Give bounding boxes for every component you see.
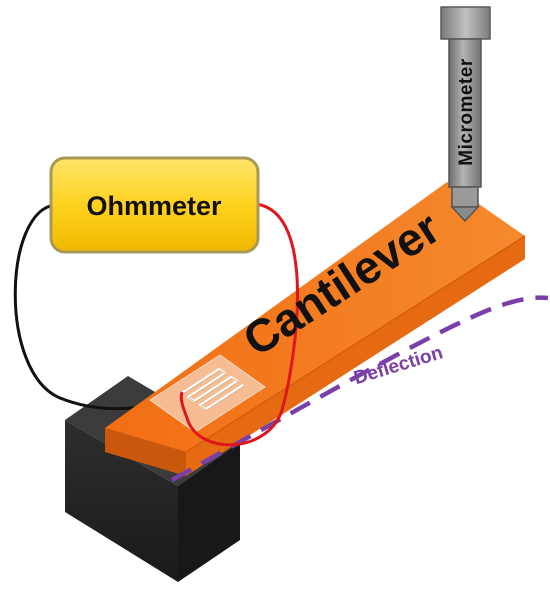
cantilever-side-face [186,236,525,476]
micrometer-collar [451,186,479,208]
red-wire [179,202,299,447]
support-block-side [178,442,240,582]
cantilever-front-face [105,428,186,476]
micrometer-cap [440,6,491,40]
strain-gauge [149,354,266,433]
ohmmeter-box [49,156,260,254]
deflection-curve [170,295,549,482]
micrometer-label: Micrometer [456,58,477,166]
ohmmeter: Ohmmeter [49,156,260,254]
ohmmeter-label: Ohmmeter [86,191,222,221]
micrometer-tip [450,206,480,223]
micrometer: Micrometer [440,6,491,223]
strain-gauge-grid-outline [182,369,245,411]
cantilever-edge [185,235,526,453]
support-block-front [65,420,178,582]
